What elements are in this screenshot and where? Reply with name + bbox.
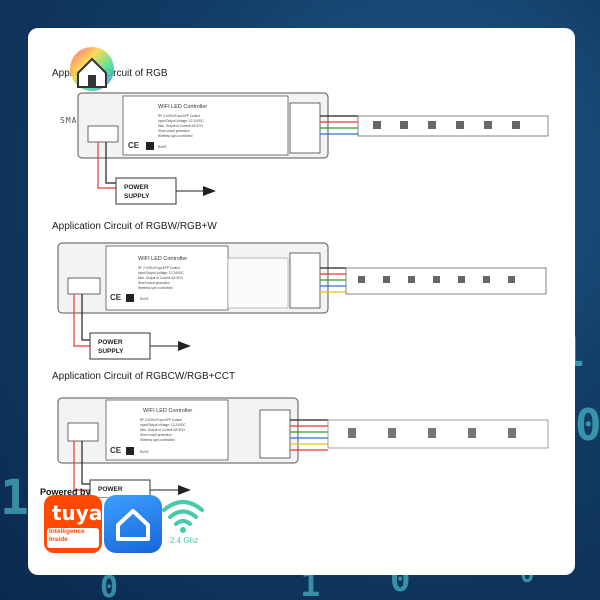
qr-code-icon [126, 447, 134, 455]
controller-spec-line: RF 2.4GHz/Tuya APP Control [140, 418, 182, 422]
controller-spec-line: Wireless sync controlled [140, 438, 175, 442]
power-supply-box [115, 177, 177, 205]
power-supply-label-line2: SUPPLY [98, 348, 124, 355]
controller-spec-line: Short circuit protection [140, 433, 172, 437]
led-strip-rgbw [345, 267, 547, 295]
brand-logo [64, 43, 120, 99]
controller-spec-line: Max. Output of Current 4A*3CH [138, 276, 184, 280]
ce-mark: CE [110, 446, 122, 455]
output-terminal [289, 102, 321, 154]
controller-spec-line: Wireless sync controlled [138, 286, 173, 290]
section-title-rgbw: Application Circuit of RGBW/RGB+W [52, 221, 217, 232]
controller-spec-line: Input/Output Voltage: 12-24VDC [140, 423, 186, 427]
logo-house-icon [70, 47, 114, 91]
tuya-logo-icon: tuya Intelligence Inside [44, 495, 102, 553]
qr-code-icon [146, 142, 154, 150]
controller-vent [227, 257, 289, 309]
controller-spec-line: Short circuit protection [138, 281, 170, 285]
tuya-wordmark: tuya [52, 501, 103, 525]
ce-mark: CE [110, 293, 122, 302]
circuit-diagram: WIFI LED Controller RF 2.4GHz/Tuya APP C… [57, 92, 549, 498]
section-title-rgbcw: Application Circuit of RGBCW/RGB+CCT [52, 371, 236, 382]
rohs-mark: RoHS [140, 297, 149, 301]
ce-mark: CE [128, 141, 140, 150]
controller-spec-line: Max. Output of Current 4A*3CH [140, 428, 186, 432]
controller-spec-line: Wireless sync controlled [158, 134, 193, 138]
tuya-intelligence-inside: Intelligence Inside [47, 528, 99, 548]
wifi-badge: 2.4 Ghz [160, 496, 206, 552]
controller-title: WIFI LED Controller [143, 408, 192, 414]
tuya-intelligence-line1: Intelligence [49, 528, 85, 535]
bg-digit: 0 [575, 400, 600, 451]
circuit-rgb: WIFI LED Controller RF 2.4GHz/Tuya APP C… [77, 92, 549, 205]
wifi-frequency-label: 2.4 Ghz [170, 536, 199, 545]
circuit-rgbcw: WIFI LED Controller RF 2.4GHz/Tuya APP C… [57, 397, 549, 498]
controller-spec-line: Short circuit protection [158, 129, 190, 133]
power-supply-label-line1: POWER [98, 486, 123, 493]
tuya-powered-by: Powered by [40, 487, 91, 497]
diagram-card: Application Circuit of RGB Application C… [28, 28, 575, 575]
power-supply-box [89, 332, 151, 360]
controller-spec-line: Max. Output of Current 4A*3CH [158, 124, 204, 128]
smart-home-app-icon [104, 495, 162, 553]
tuya-badge: Powered by tuya Intelligence Inside [40, 487, 102, 553]
input-terminal [87, 125, 119, 143]
controller-spec-line: RF 2.4GHz/Tuya APP Control [138, 266, 180, 270]
circuit-rgbw: WIFI LED Controller RF 2.4GHz/Tuya APP C… [57, 242, 547, 360]
tuya-intelligence-line2: Inside [49, 536, 68, 543]
rohs-mark: RoHS [140, 450, 149, 454]
power-supply-label-line2: SUPPLY [124, 193, 150, 200]
wifi-icon [162, 500, 204, 533]
power-supply-label-line1: POWER [98, 339, 123, 346]
output-terminal [289, 252, 321, 309]
plug-icon [178, 485, 191, 495]
plug-icon [178, 341, 191, 351]
controller-spec-line: Input/Output Voltage: 12-24VDC [158, 119, 204, 123]
input-terminal [67, 422, 99, 442]
qr-code-icon [126, 294, 134, 302]
power-supply-label-line1: POWER [124, 184, 149, 191]
rohs-mark: RoHS [158, 145, 167, 149]
bg-digit: 1 [0, 470, 29, 526]
plug-icon [203, 186, 216, 196]
controller-spec-line: Input/Output Voltage: 12-24VDC [138, 271, 184, 275]
power-supply-box [89, 479, 151, 498]
input-terminal [67, 277, 101, 295]
bg-digit: 0 [100, 570, 119, 600]
controller-title: WIFI LED Controller [158, 104, 207, 110]
controller-spec-line: RF 2.4GHz/Tuya APP Control [158, 114, 200, 118]
output-terminal [259, 409, 291, 459]
controller-title: WIFI LED Controller [138, 256, 187, 262]
